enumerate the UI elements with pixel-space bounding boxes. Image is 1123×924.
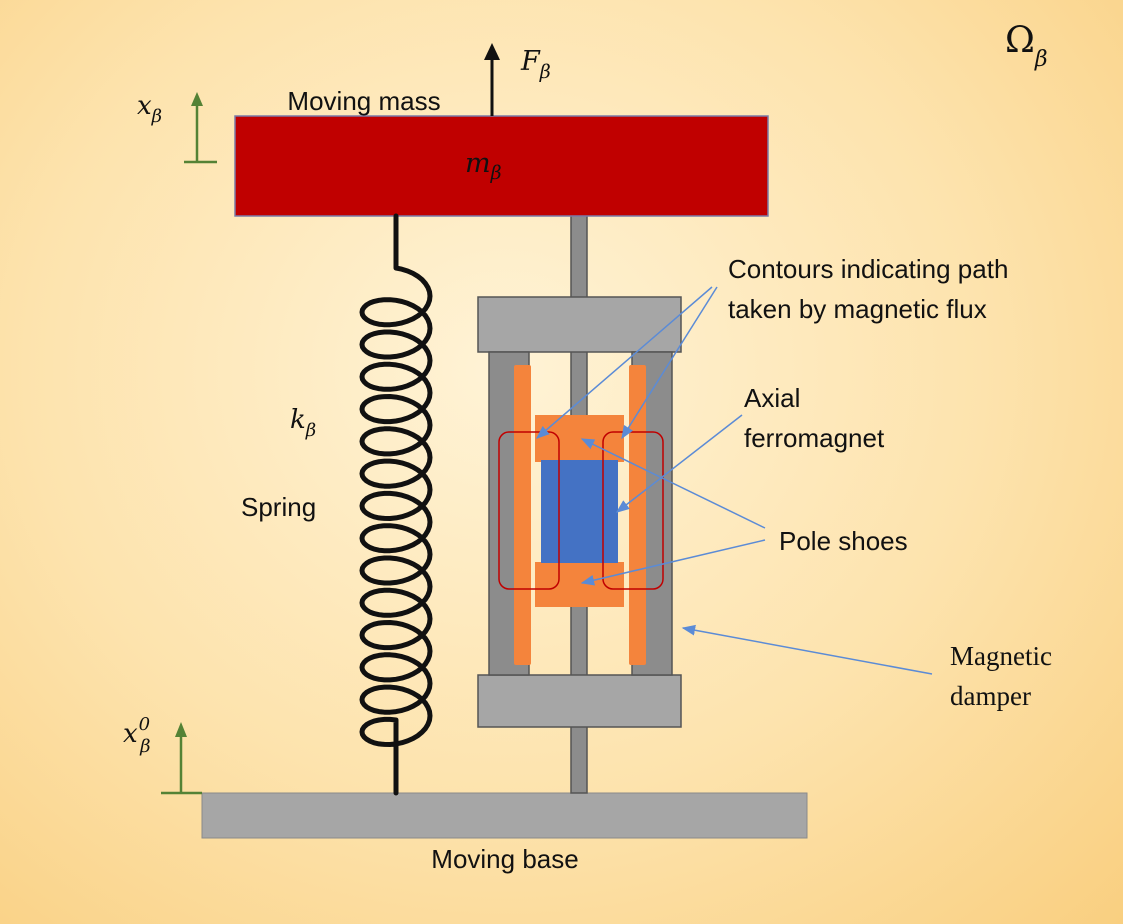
spring-coil	[359, 213, 433, 796]
right-pole-bar	[629, 365, 646, 665]
contours-label-line1: Contours indicating path	[728, 254, 1008, 284]
moving-base-label: Moving base	[431, 844, 578, 874]
magnetic-damper-label-line2: damper	[950, 681, 1031, 711]
moving-mass-label: Moving mass	[287, 86, 440, 116]
force-arrow-head	[484, 43, 500, 60]
moving-mass-block	[234, 115, 769, 217]
left-pole-bar	[514, 365, 531, 665]
damper-top-cap	[477, 296, 682, 353]
leader-contour-right	[621, 286, 718, 440]
left-flux-contour	[498, 431, 560, 590]
x-displacement-symbol: xβ	[137, 91, 162, 127]
domain-symbol: Ωβ	[1005, 20, 1048, 72]
axial-ferromagnet	[541, 460, 618, 563]
damper-bottom-cap	[477, 674, 682, 728]
contours-label-line2: taken by magnetic flux	[728, 294, 987, 324]
spring-label: Spring	[241, 492, 316, 522]
upper-pole-shoe	[535, 415, 624, 462]
leader-axial	[615, 414, 743, 513]
magnetic-damper-label-line1: Magnetic	[950, 641, 1052, 671]
pole-shoes-label: Pole shoes	[779, 526, 908, 556]
leader-pole-shoe-lower	[580, 539, 766, 586]
leader-contour-left	[535, 286, 713, 439]
lower-pole-shoe	[535, 562, 624, 607]
spring-constant-symbol: kβ	[290, 405, 316, 441]
leader-magnetic-damper	[681, 624, 933, 675]
x-displacement-arrow-head	[191, 92, 203, 106]
axial-label-line1: Axial	[744, 383, 800, 413]
x0-displacement-arrow-head	[175, 722, 187, 737]
leader-pole-shoe-upper	[580, 438, 766, 529]
mass-symbol: mβ	[465, 148, 502, 184]
force-symbol: Fβ	[520, 46, 551, 83]
axial-label-line2: ferromagnet	[744, 423, 885, 453]
moving-base	[201, 792, 808, 839]
